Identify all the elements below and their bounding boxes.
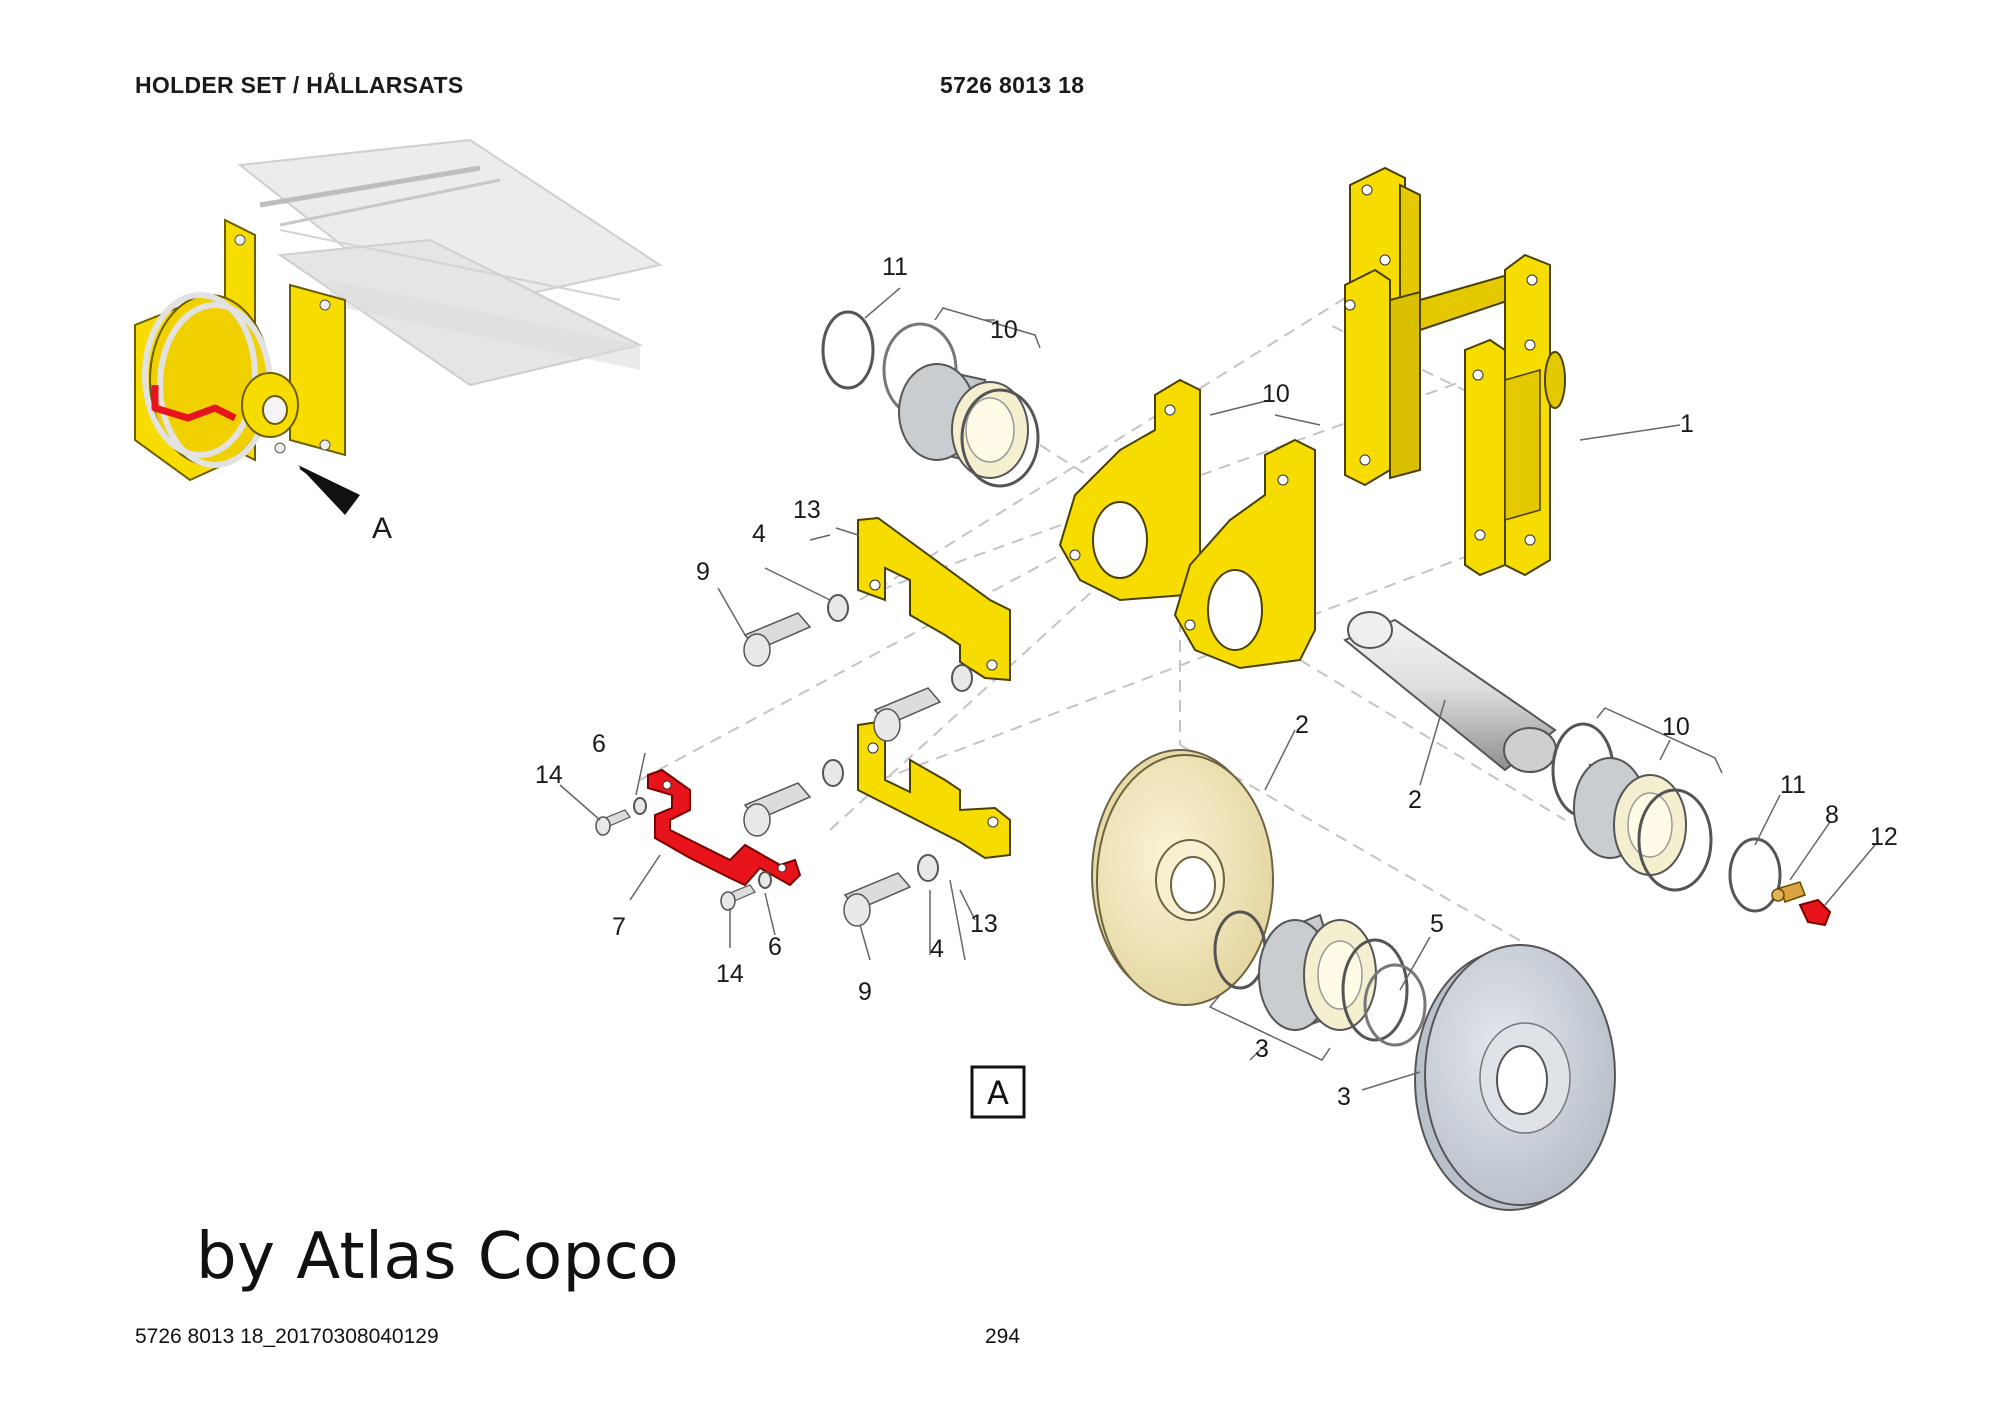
- callout-14-lower: 14: [716, 960, 744, 988]
- callout-10-upper: 10: [990, 316, 1018, 344]
- screws-part-14: [595, 809, 756, 911]
- holder-plates-part-13: [857, 516, 1011, 860]
- callout-8: 8: [1825, 801, 1839, 829]
- callout-3-pulley: 3: [1337, 1083, 1351, 1111]
- footer-doc-id: 5726 8013 18_20170308040129: [135, 1325, 439, 1348]
- callout-14-upper: 14: [535, 761, 563, 789]
- main-bracket-part-1: [1344, 166, 1566, 577]
- washers-part-6: [633, 797, 772, 889]
- callout-5: 5: [1430, 910, 1444, 938]
- callout-4-upper: 4: [752, 520, 766, 548]
- overview-callout-a: A: [372, 512, 392, 545]
- shaft-part-2: [1343, 611, 1557, 773]
- lug-plates-part-10: [1058, 378, 1316, 670]
- callout-10-lugs: 10: [1262, 380, 1290, 408]
- brand-watermark: by Atlas Copco: [196, 1220, 680, 1294]
- callout-4-lower: 4: [930, 935, 944, 963]
- part-number: 5726 8013 18: [940, 72, 1085, 98]
- callout-1: 1: [1680, 410, 1694, 438]
- svg-text:A: A: [987, 1074, 1009, 1112]
- callout-13-lower: 13: [970, 910, 998, 938]
- red-bracket-part-7: [647, 768, 802, 887]
- callout-9-lower: 9: [858, 978, 872, 1006]
- callout-9-upper: 9: [696, 558, 710, 586]
- callout-2-shaft: 2: [1408, 786, 1422, 814]
- callout-7: 7: [612, 913, 626, 941]
- leader-lines: [559, 287, 1876, 1091]
- callouts: 1 2 2 3 3 4 4 5 6 6 7 8 9 9 10 10 10 11 …: [535, 253, 1898, 1111]
- pulley-bushing-part-3-5: [1213, 910, 1427, 1047]
- callout-6-upper: 6: [592, 730, 606, 758]
- callout-6-lower: 6: [768, 933, 782, 961]
- callout-3-bushing: 3: [1255, 1035, 1269, 1063]
- overview-assembly: [134, 138, 663, 515]
- bolts-part-9: [743, 612, 942, 927]
- callout-2-pulley: 2: [1295, 711, 1309, 739]
- page-title: HOLDER SET / HÅLLARSATS: [135, 72, 464, 98]
- callout-11-right: 11: [1780, 771, 1806, 799]
- upper-bushing-set: [821, 310, 1040, 488]
- callout-11-upper: 11: [882, 253, 908, 281]
- footer-page-number: 294: [985, 1325, 1021, 1348]
- right-bushing-set: [1551, 722, 1832, 927]
- callout-12: 12: [1870, 823, 1898, 851]
- callout-13-upper: 13: [793, 496, 821, 524]
- cream-pulley-part-2: [1091, 749, 1274, 1006]
- washers-part-4: [822, 594, 973, 882]
- grey-pulley-part-3: [1414, 944, 1616, 1211]
- callout-10-right: 10: [1662, 713, 1690, 741]
- view-label-a: A: [970, 1065, 1026, 1119]
